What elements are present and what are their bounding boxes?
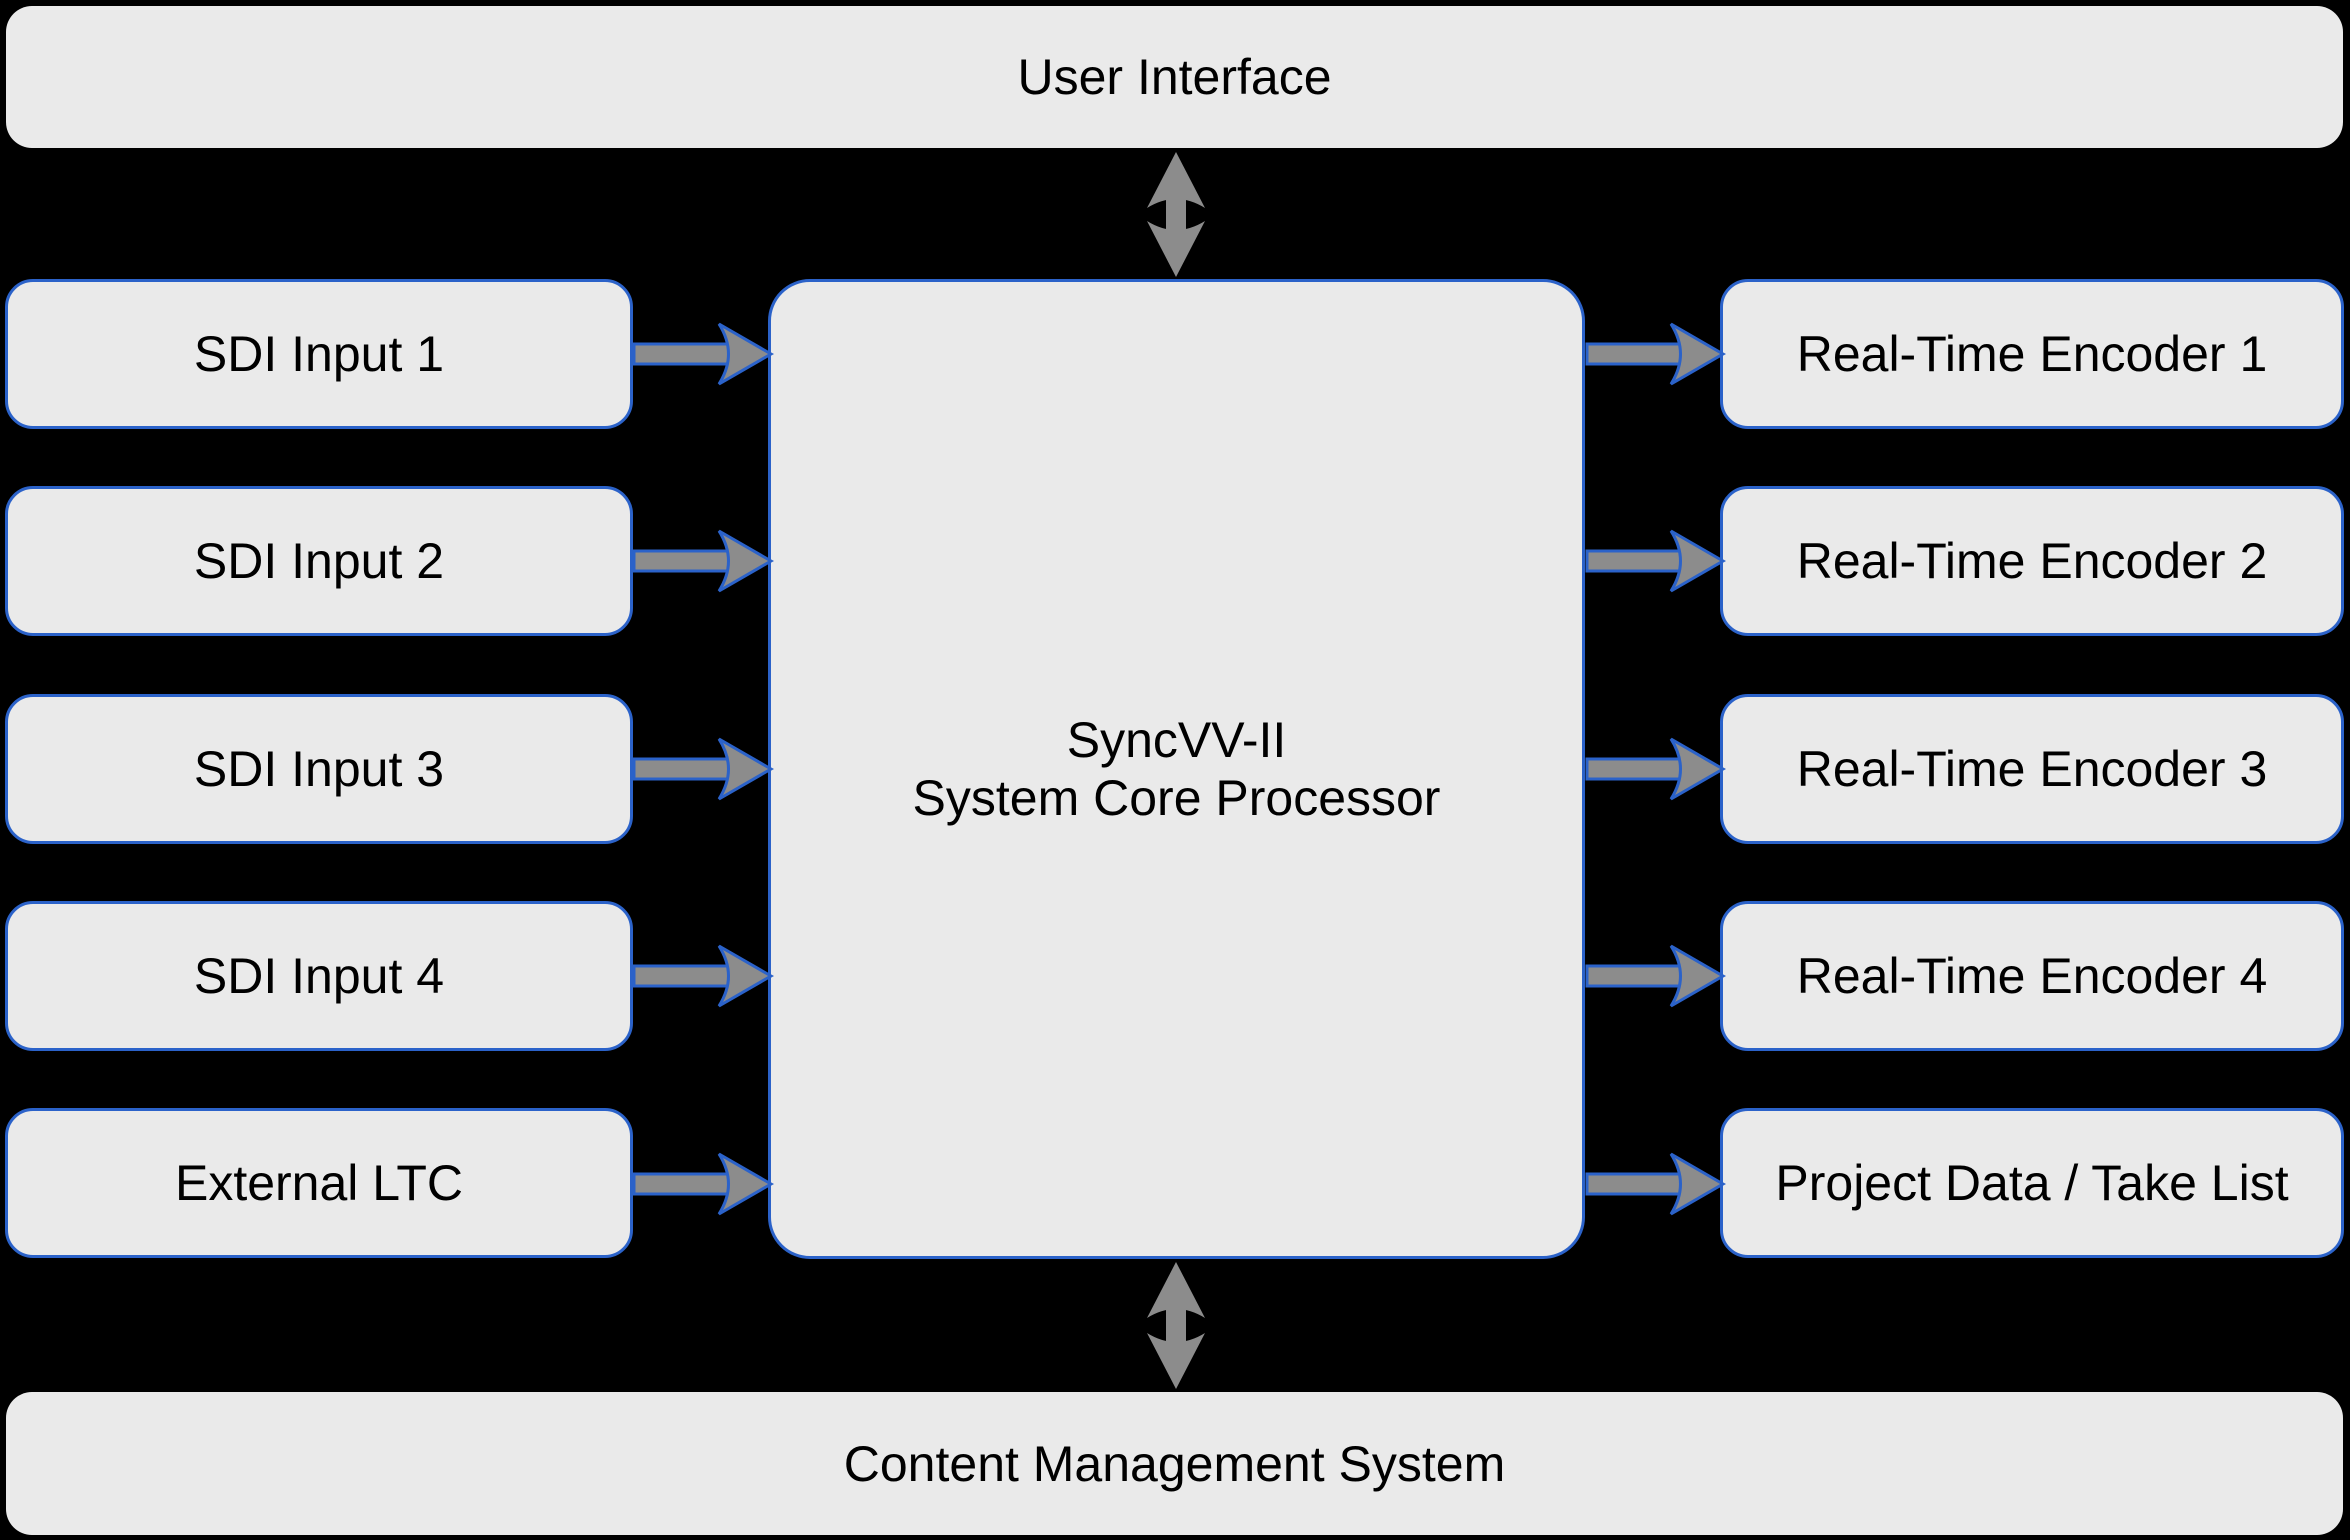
node-sdi-input-1: SDI Input 1 <box>5 279 633 429</box>
arrow-ui-core-bidirectional <box>1147 152 1205 277</box>
node-sdi-input-2: SDI Input 2 <box>5 486 633 636</box>
node-label: Real-Time Encoder 1 <box>1796 326 2268 382</box>
node-label: SDI Input 3 <box>193 741 445 797</box>
arrow-sdi-input-2-to-core <box>632 529 775 593</box>
node-rt-encoder-1: Real-Time Encoder 1 <box>1720 279 2344 429</box>
node-rt-encoder-2: Real-Time Encoder 2 <box>1720 486 2344 636</box>
node-rt-encoder-3: Real-Time Encoder 3 <box>1720 694 2344 844</box>
node-project-data-take-list: Project Data / Take List <box>1720 1108 2344 1258</box>
node-external-ltc: External LTC <box>5 1108 633 1258</box>
node-label: SDI Input 4 <box>193 948 445 1004</box>
arrow-sdi-input-1-to-core <box>632 322 775 386</box>
cms-label: Content Management System <box>843 1435 1506 1492</box>
arrow-core-cms-bidirectional <box>1147 1262 1205 1389</box>
user-interface-label: User Interface <box>1017 49 1332 105</box>
node-rt-encoder-4: Real-Time Encoder 4 <box>1720 901 2344 1051</box>
content-management-system-node: Content Management System <box>6 1392 2343 1535</box>
user-interface-node: User Interface <box>6 6 2343 148</box>
arrow-sdi-input-3-to-core <box>632 737 775 801</box>
arrow-core-to-rt-encoder-1 <box>1585 322 1727 386</box>
arrow-core-to-rt-encoder-4 <box>1585 944 1727 1008</box>
core-label-line2: System Core Processor <box>912 770 1441 826</box>
core-label-line1: SyncVV-II <box>1066 712 1287 768</box>
node-label: Real-Time Encoder 3 <box>1796 741 2268 797</box>
node-label: Real-Time Encoder 4 <box>1796 948 2268 1004</box>
node-label: External LTC <box>174 1155 464 1211</box>
arrow-core-to-rt-encoder-2 <box>1585 529 1727 593</box>
node-label: SDI Input 2 <box>193 533 445 589</box>
node-label: SDI Input 1 <box>193 326 445 382</box>
arrow-core-to-project-data <box>1585 1152 1727 1216</box>
node-sdi-input-3: SDI Input 3 <box>5 694 633 844</box>
arrow-core-to-rt-encoder-3 <box>1585 737 1727 801</box>
arrow-external-ltc-to-core <box>632 1152 775 1216</box>
node-label: Real-Time Encoder 2 <box>1796 533 2268 589</box>
arrow-sdi-input-4-to-core <box>632 944 775 1008</box>
node-label: Project Data / Take List <box>1775 1155 2289 1211</box>
node-sdi-input-4: SDI Input 4 <box>5 901 633 1051</box>
node-core-processor: SyncVV-II System Core Processor <box>768 279 1585 1259</box>
